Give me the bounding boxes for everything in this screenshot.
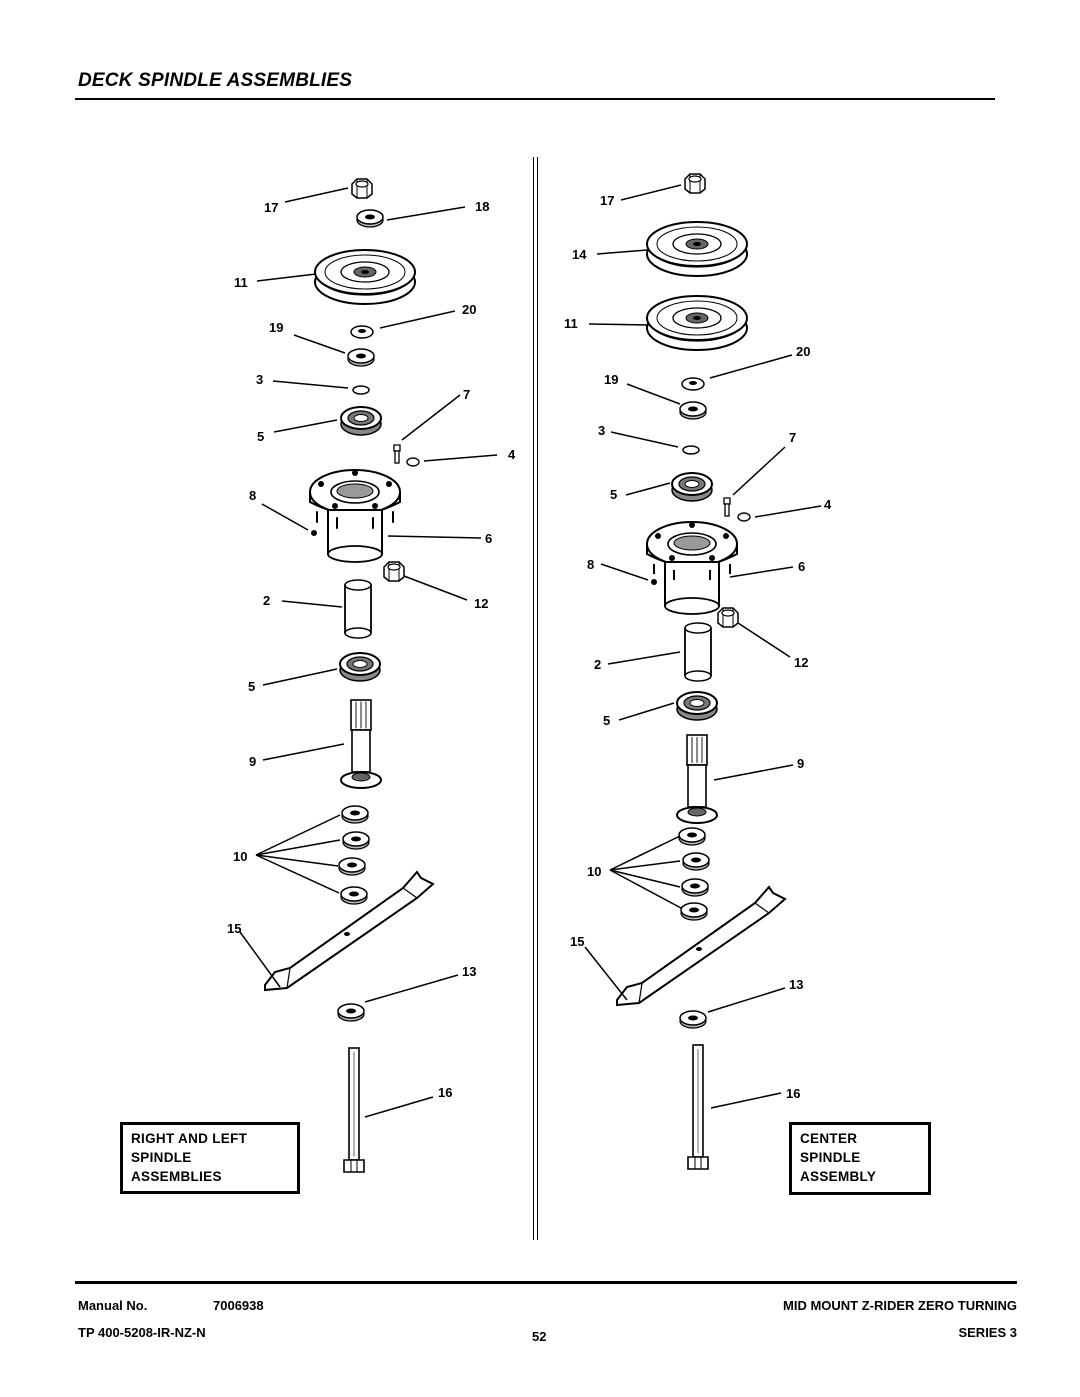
product-title: MID MOUNT Z-RIDER ZERO TURNING (783, 1298, 1017, 1313)
callout-number: 5 (610, 487, 617, 502)
left-label-line: RIGHT AND LEFT (131, 1131, 248, 1146)
callout-number: 6 (485, 531, 492, 546)
callout-number: 20 (796, 344, 810, 359)
callout-number: 19 (269, 320, 283, 335)
callout-number: 5 (248, 679, 255, 694)
callout-number: 16 (786, 1086, 800, 1101)
manual-number: 7006938 (213, 1298, 264, 1313)
callout-number: 13 (789, 977, 803, 992)
callout-number: 8 (587, 557, 594, 572)
callout-number: 11 (234, 275, 248, 290)
callout-number: 9 (249, 754, 256, 769)
callout-number: 7 (463, 387, 470, 402)
callout-number: 15 (570, 934, 584, 949)
callout-number: 18 (475, 199, 489, 214)
callout-number: 2 (594, 657, 601, 672)
callout-number: 5 (603, 713, 610, 728)
title-rule (75, 98, 995, 100)
center-callout-numbers: 17 14 11 20 19 3 7 5 4 8 6 2 12 5 9 10 1… (564, 193, 832, 1101)
callout-number: 6 (798, 559, 805, 574)
page-title: DECK SPINDLE ASSEMBLIES (78, 70, 353, 91)
callout-number: 2 (263, 593, 270, 608)
callout-number: 4 (508, 447, 516, 462)
callout-number: 17 (264, 200, 278, 215)
callout-number: 15 (227, 921, 241, 936)
callout-number: 3 (598, 423, 605, 438)
left-assembly-parts (264, 178, 434, 1173)
callout-number: 19 (604, 372, 618, 387)
callout-number: 11 (564, 316, 578, 331)
callout-number: 20 (462, 302, 476, 317)
series-label: SERIES 3 (958, 1325, 1017, 1340)
callout-number: 7 (789, 430, 796, 445)
callout-number: 13 (462, 964, 476, 979)
callout-number: 9 (797, 756, 804, 771)
left-leader-lines (239, 187, 498, 1118)
tp-code: TP 400-5208-IR-NZ-N (78, 1325, 206, 1340)
center-assembly-parts (616, 173, 786, 1170)
callout-number: 3 (256, 372, 263, 387)
left-label-line: SPINDLE (131, 1150, 192, 1165)
page-number: 52 (532, 1329, 547, 1344)
manual-label: Manual No. (78, 1298, 148, 1313)
left-callout-numbers: 17 18 11 20 19 3 7 5 4 8 6 2 12 5 9 10 1… (227, 199, 516, 1100)
callout-number: 10 (587, 864, 601, 879)
callout-number: 8 (249, 488, 256, 503)
callout-number: 10 (233, 849, 247, 864)
callout-number: 16 (438, 1085, 452, 1100)
callout-number: 5 (257, 429, 264, 444)
callout-number: 12 (474, 596, 488, 611)
column-divider (533, 157, 538, 1240)
left-assembly-label: RIGHT AND LEFT SPINDLE ASSEMBLIES (120, 1122, 300, 1194)
footer-rule (75, 1281, 1017, 1284)
center-label-line: SPINDLE (800, 1150, 861, 1165)
center-leader-lines (584, 184, 822, 1109)
callout-number: 4 (824, 497, 832, 512)
center-assembly-label: CENTER SPINDLE ASSEMBLY (789, 1122, 931, 1195)
callout-number: 17 (600, 193, 614, 208)
center-label-line: CENTER (800, 1131, 858, 1146)
center-label-line: ASSEMBLY (800, 1169, 877, 1184)
callout-number: 12 (794, 655, 808, 670)
callout-number: 14 (572, 247, 587, 262)
left-label-line: ASSEMBLIES (131, 1169, 222, 1184)
